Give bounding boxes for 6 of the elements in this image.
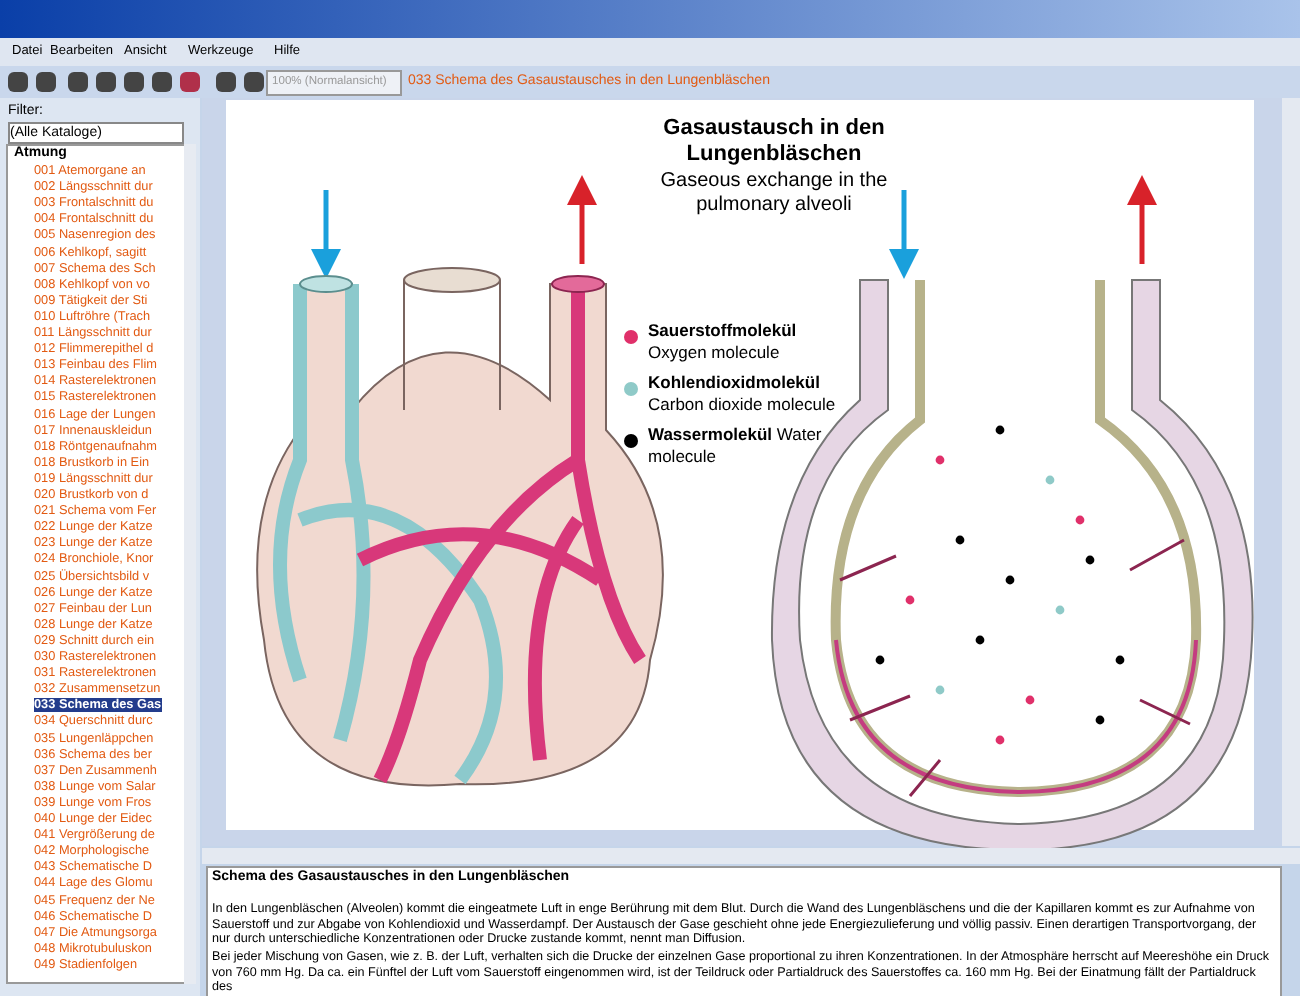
title-bar — [0, 0, 1300, 38]
legend-text: Sauerstoffmolekül Oxygen molecule — [648, 320, 799, 362]
legend-text: Wassermolekül Water molecule — [648, 424, 824, 466]
diagram-caption: Gaseous exchange in the pulmonary alveoli — [658, 170, 890, 218]
legend-text: Kohlendioxidmolekül Carbon dioxide molecule — [648, 372, 838, 414]
diagram-title: Gasaustausch in den Lungenbläschen — [661, 116, 887, 168]
